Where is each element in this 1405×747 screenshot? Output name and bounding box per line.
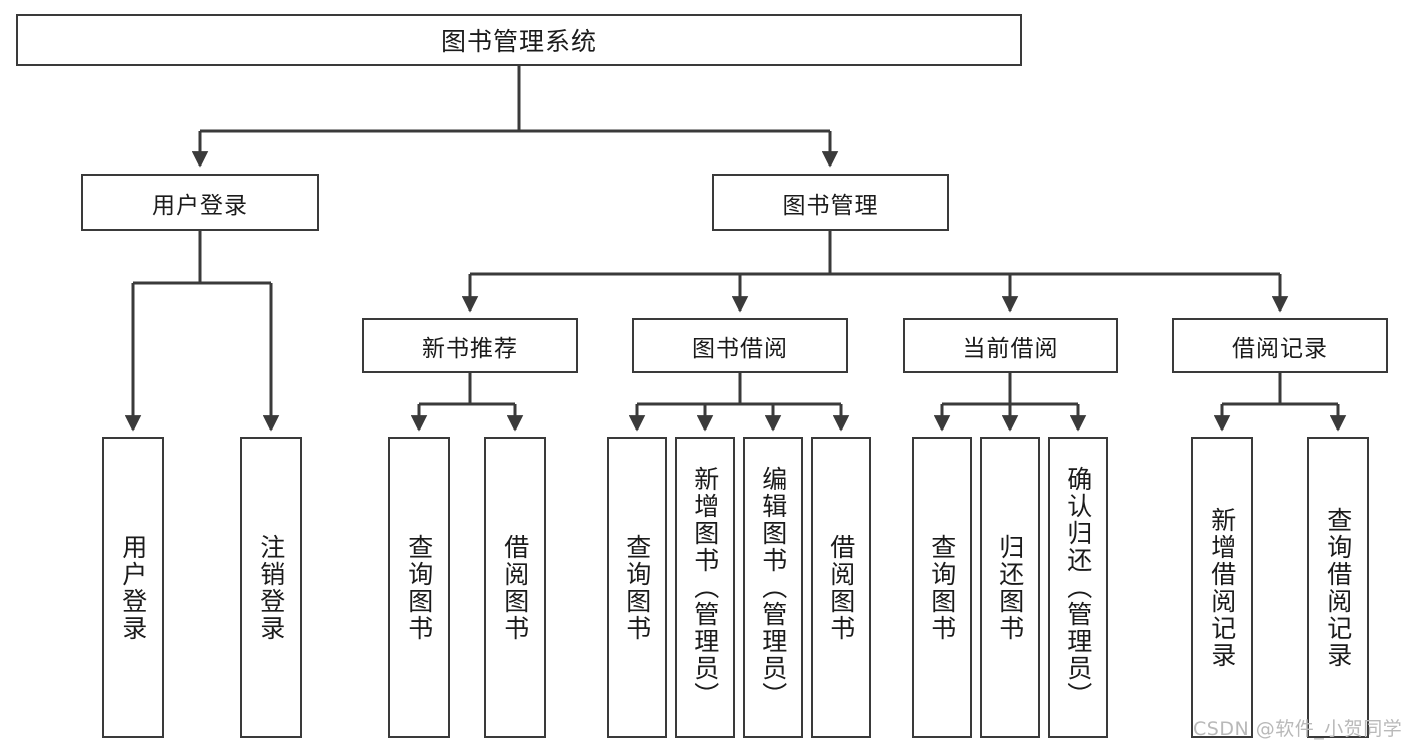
leaf-return-book-label: 归还图书: [995, 533, 1025, 642]
leaf-logout[interactable]: 注销登录: [240, 437, 302, 738]
node-current-borrow[interactable]: 当前借阅: [903, 318, 1118, 373]
node-book-borrow-label: 图书借阅: [692, 335, 788, 362]
leaf-add-book-admin-label: 新增图书（管理员）: [690, 466, 720, 709]
leaf-borrow-book-label: 借阅图书: [826, 533, 856, 642]
leaf-return-book[interactable]: 归还图书: [980, 437, 1040, 738]
leaf-confirm-return-admin[interactable]: 确认归还（管理员）: [1048, 437, 1108, 738]
node-root[interactable]: 图书管理系统: [16, 14, 1022, 66]
node-book-management-label: 图书管理: [782, 192, 879, 219]
leaf-logout-label: 注销登录: [256, 533, 286, 642]
leaf-query-borrow-record-label: 查询借阅记录: [1323, 506, 1353, 669]
node-book-borrow[interactable]: 图书借阅: [632, 318, 848, 373]
node-new-book-recommend-label: 新书推荐: [422, 335, 518, 362]
leaf-query-book-recommend-label: 查询图书: [404, 533, 434, 642]
leaf-query-book-current-label: 查询图书: [927, 533, 957, 642]
node-new-book-recommend[interactable]: 新书推荐: [362, 318, 578, 373]
leaf-query-borrow-record[interactable]: 查询借阅记录: [1307, 437, 1369, 738]
node-borrow-record[interactable]: 借阅记录: [1172, 318, 1388, 373]
leaf-user-login[interactable]: 用户登录: [102, 437, 164, 738]
leaf-add-book-admin[interactable]: 新增图书（管理员）: [675, 437, 735, 738]
leaf-borrow-book-recommend[interactable]: 借阅图书: [484, 437, 546, 738]
leaf-borrow-book[interactable]: 借阅图书: [811, 437, 871, 738]
leaf-edit-book-admin[interactable]: 编辑图书（管理员）: [743, 437, 803, 738]
node-root-label: 图书管理系统: [440, 27, 597, 56]
leaf-edit-book-admin-label: 编辑图书（管理员）: [758, 466, 788, 709]
leaf-add-borrow-record[interactable]: 新增借阅记录: [1191, 437, 1253, 738]
node-user-login-label: 用户登录: [152, 192, 248, 219]
node-borrow-record-label: 借阅记录: [1232, 335, 1328, 362]
leaf-confirm-return-admin-label: 确认归还（管理员）: [1063, 466, 1093, 709]
node-user-login[interactable]: 用户登录: [81, 174, 319, 231]
leaf-user-login-label: 用户登录: [118, 533, 148, 642]
leaf-query-book-label: 查询图书: [622, 533, 652, 642]
leaf-query-book-current[interactable]: 查询图书: [912, 437, 972, 738]
node-book-management[interactable]: 图书管理: [712, 174, 949, 231]
leaf-borrow-book-recommend-label: 借阅图书: [500, 533, 530, 642]
leaf-query-book[interactable]: 查询图书: [607, 437, 667, 738]
leaf-query-book-recommend[interactable]: 查询图书: [388, 437, 450, 738]
leaf-add-borrow-record-label: 新增借阅记录: [1207, 506, 1237, 669]
node-current-borrow-label: 当前借阅: [962, 335, 1059, 362]
